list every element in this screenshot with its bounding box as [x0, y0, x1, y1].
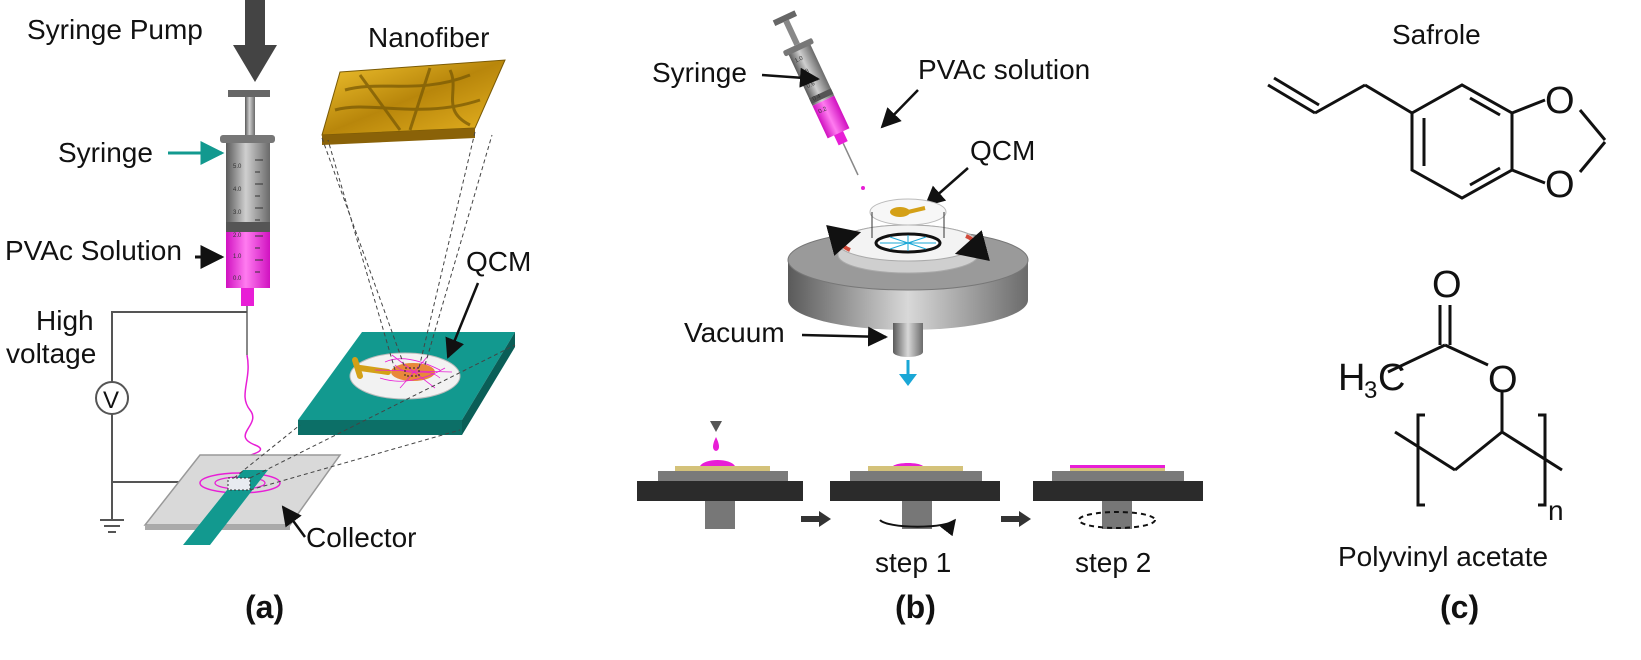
scale-tick: 0.0: [233, 276, 242, 282]
safrole-structure: [1267, 76, 1607, 200]
nanofiber-label: Nanofiber: [368, 22, 489, 53]
voltmeter-symbol: V: [103, 387, 119, 414]
pvac-h: H: [1338, 357, 1365, 399]
vacuum-label: Vacuum: [684, 317, 785, 348]
b-syringe-label: Syringe: [652, 57, 747, 88]
panel-b-label: (b): [895, 589, 936, 625]
syringe-tip: [241, 288, 254, 306]
qcm-arrow: [445, 282, 480, 359]
scale-tick: 1.0: [233, 254, 242, 260]
step-2: [1033, 465, 1203, 529]
step-arrow-2: [1001, 511, 1031, 527]
panel-a-label: (a): [245, 589, 284, 625]
pvac-o-carbonyl: O: [1432, 264, 1462, 306]
hv-wire-bottom: [111, 414, 185, 483]
ground-icon: [100, 519, 124, 533]
scale-tick: 5.0: [233, 164, 242, 170]
hv-wire-top: [111, 311, 247, 382]
safrole-o-top: O: [1545, 80, 1575, 122]
scale-tick: 4.0: [233, 187, 242, 193]
pvac-structure: [1387, 305, 1563, 507]
panel-b: 1.0 0.8 0.6 0.4 0.2 Syringe PVAc solutio…: [637, 10, 1203, 625]
qcm-fibers: [374, 354, 453, 389]
b-qcm-arrow: [924, 167, 969, 207]
pvac-o-ester: O: [1488, 359, 1518, 401]
scale-tick: 1.0: [794, 55, 805, 64]
panel-c: Safrole O O O: [1267, 19, 1607, 625]
high-voltage-label-2: voltage: [6, 338, 96, 369]
collector-label: Collector: [306, 522, 416, 553]
magnify-lines: [233, 131, 516, 491]
vacuum-port: [893, 323, 923, 357]
scale-tick: 0.4: [812, 93, 823, 102]
plunger-rod: [245, 97, 255, 135]
spin-syringe: 1.0 0.8 0.6 0.4 0.2: [772, 10, 859, 176]
syringe-label: Syringe: [58, 137, 153, 168]
b-pvac-label: PVAc solution: [918, 54, 1090, 85]
scale-tick: 2.0: [233, 233, 242, 239]
syringe-scale: 5.0 4.0 3.0 2.0 1.0 0.0: [233, 159, 263, 282]
step-arrow-1: [801, 511, 831, 527]
scale-tick: 0.2: [818, 106, 829, 115]
pvac-solution-label: PVAc Solution: [5, 235, 182, 266]
scale-tick: 3.0: [233, 210, 242, 216]
step2-label: step 2: [1075, 547, 1151, 578]
vacuum-arrow: [801, 326, 888, 347]
b-pvac-arrow: [880, 89, 919, 129]
pvac-label: Polyvinyl acetate: [1338, 541, 1548, 572]
pump-arrow-head: [233, 45, 277, 82]
panel-a: Syringe Pump 5.0 4.0 3.0 2.0 1.0 0.0 Syr…: [5, 0, 531, 625]
step1-label: step 1: [875, 547, 951, 578]
plunger-cap: [228, 90, 270, 97]
pump-arrow-shaft: [245, 0, 265, 45]
safrole-o-bottom: O: [1545, 164, 1575, 206]
panel-c-label: (c): [1440, 589, 1479, 625]
syringe-pump-label: Syringe Pump: [27, 14, 203, 45]
safrole-label: Safrole: [1392, 19, 1481, 50]
pvac-c: C: [1378, 357, 1405, 399]
syringe-flange: [220, 135, 275, 143]
high-voltage-label-1: High: [36, 305, 94, 336]
b-syringe-arrow: [761, 67, 820, 88]
pvac-h-subscript: 3: [1364, 377, 1377, 404]
step-1: [830, 463, 1000, 537]
collector-arrow: [281, 505, 307, 538]
syringe-piston: [226, 222, 270, 232]
b-qcm-label: QCM: [970, 135, 1035, 166]
repeat-unit-n: n: [1548, 495, 1564, 526]
step-drop: [637, 421, 803, 529]
syringe-barrel: [226, 143, 270, 230]
qcm-label: QCM: [466, 246, 531, 277]
